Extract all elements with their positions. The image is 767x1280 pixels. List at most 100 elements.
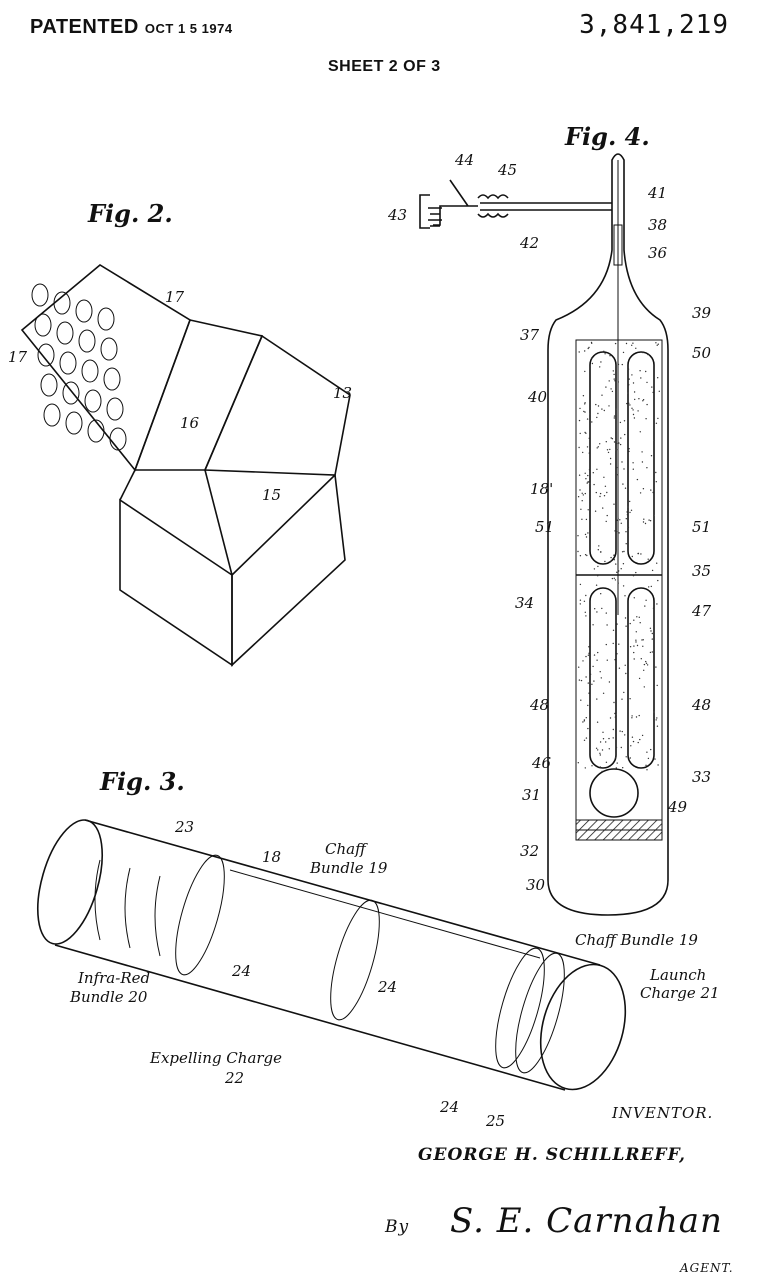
stipple-dot: [583, 600, 586, 602]
stipple-dot: [616, 653, 618, 655]
stipple-dot: [643, 663, 646, 666]
stipple-dot: [650, 455, 653, 457]
stipple-dot: [593, 680, 595, 682]
stipple-dot: [578, 419, 581, 422]
stipple-dot: [584, 411, 586, 413]
stipple-dot: [656, 344, 658, 346]
stipple-dot: [604, 353, 606, 355]
stipple-dot: [603, 350, 605, 352]
stipple-dot: [604, 560, 606, 563]
stipple-dot: [591, 683, 593, 685]
stipple-dot: [642, 521, 645, 523]
stipple-dot: [593, 568, 596, 570]
stipple-dot: [619, 421, 622, 424]
stipple-dot: [656, 717, 658, 719]
stipple-dot: [577, 762, 579, 764]
stipple-dot: [657, 764, 659, 766]
stipple-dot: [605, 741, 607, 743]
stipple-dot: [642, 351, 644, 354]
stipple-dot: [585, 478, 587, 480]
fig4-pellet-51-left: [589, 351, 617, 565]
stipple-dot: [615, 408, 617, 410]
stipple-dot: [650, 489, 652, 491]
label-25: 25: [485, 1112, 505, 1130]
stipple-dot: [596, 698, 598, 700]
stipple-dot: [585, 655, 587, 658]
stipple-dot: [597, 749, 599, 751]
stipple-dot: [611, 390, 614, 393]
stipple-dot: [608, 681, 611, 683]
stipple-dot: [623, 550, 625, 553]
stipple-dot: [628, 448, 630, 450]
stipple-dot: [657, 579, 659, 582]
stipple-dot: [640, 377, 642, 379]
stipple-dot: [597, 412, 599, 415]
stipple-dot: [610, 388, 612, 390]
label-17a: 17: [165, 288, 185, 306]
stipple-dot: [653, 711, 655, 713]
stipple-dot: [646, 664, 649, 666]
stipple-dot: [631, 374, 633, 376]
stipple-dot: [657, 377, 659, 379]
stipple-dot: [605, 643, 607, 646]
fig4-base-plate-32: [575, 819, 663, 841]
stipple-dot: [635, 571, 637, 574]
stipple-dot: [635, 347, 637, 349]
stipple-dot: [637, 552, 640, 555]
stipple-dot: [580, 508, 582, 510]
label-51-left: 51: [535, 518, 554, 536]
stipple-dot: [627, 506, 629, 508]
stipple-dot: [589, 413, 591, 415]
stipple-dot: [582, 451, 584, 454]
stipple-dot: [599, 766, 602, 768]
fig2-side-face-16: [133, 319, 264, 471]
stipple-dot: [655, 422, 658, 424]
stipple-dot: [597, 565, 599, 568]
fig3-ring-25: [515, 952, 565, 1074]
label-expelling-charge: Expelling Charge: [149, 1049, 282, 1067]
stipple-dot: [611, 577, 614, 580]
stipple-dot: [616, 474, 619, 476]
stipple-dot: [643, 518, 645, 520]
stipple-dot: [579, 555, 582, 557]
hole: [78, 329, 96, 353]
stipple-dot: [616, 519, 618, 521]
agent-signature: S. E. Carnahan: [450, 1201, 723, 1241]
stipple-dot: [614, 530, 616, 532]
stipple-dot: [621, 363, 623, 366]
fig4-stipple: [577, 341, 660, 773]
stipple-dot: [586, 418, 589, 420]
stipple-dot: [638, 398, 640, 400]
stipple-dot: [612, 642, 614, 645]
stipple-dot: [613, 554, 615, 556]
stipple-dot: [603, 476, 605, 478]
stipple-dot: [591, 421, 593, 423]
stipple-dot: [618, 570, 620, 572]
stipple-dot: [651, 386, 653, 388]
stipple-dot: [633, 391, 636, 393]
stipple-dot: [654, 758, 656, 760]
fig3-title: Fig. 3.: [99, 767, 185, 796]
stipple-dot: [614, 659, 616, 661]
stipple-dot: [620, 746, 622, 749]
fig3-tube-outline: [54, 819, 601, 1091]
stipple-dot: [622, 351, 625, 354]
stipple-dot: [580, 699, 582, 701]
stipple-dot: [625, 625, 627, 627]
stipple-dot: [601, 394, 603, 396]
stipple-dot: [585, 536, 588, 538]
label-34: 34: [515, 594, 534, 612]
stipple-dot: [650, 630, 652, 632]
stipple-dot: [626, 511, 628, 513]
stipple-dot: [608, 748, 610, 750]
stipple-dot: [593, 483, 595, 486]
stipple-dot: [588, 481, 590, 483]
stipple-dot: [638, 714, 640, 717]
hole: [62, 381, 80, 405]
fig4-outer-casing: [547, 153, 669, 916]
stipple-dot: [622, 585, 625, 587]
label-30: 30: [526, 876, 546, 894]
stipple-dot: [613, 373, 615, 376]
sheet-number: SHEET 2 OF 3: [328, 58, 441, 75]
stipple-dot: [606, 624, 608, 626]
